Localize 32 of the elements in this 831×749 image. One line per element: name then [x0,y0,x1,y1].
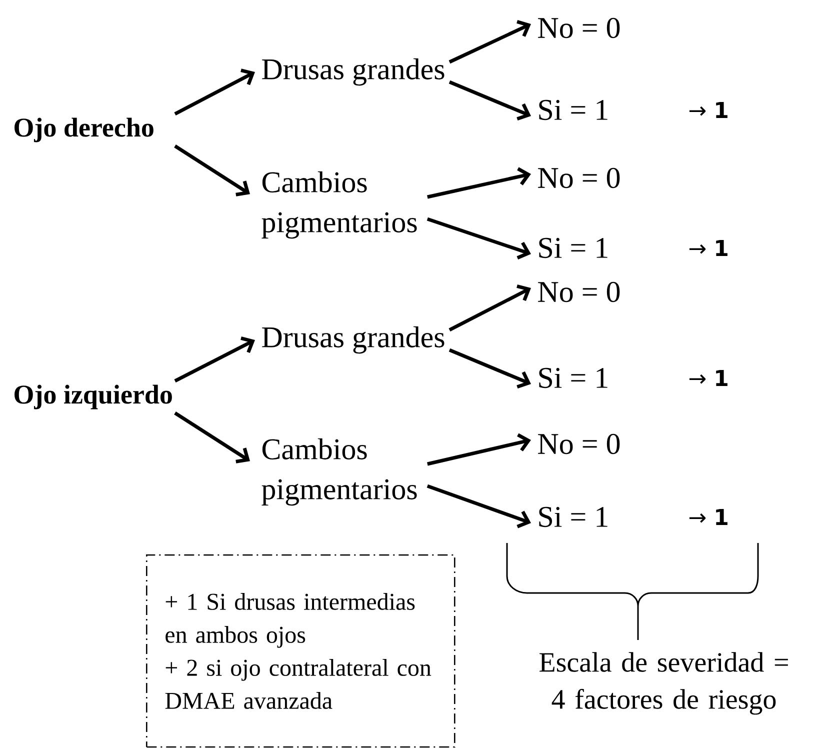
answer-label: No = 0 [538,434,620,454]
answer-label: Si = 1 [539,238,608,258]
arrow [448,348,531,389]
eye-heading: Ojo derecho [14,118,154,142]
factor-label: Drusas grandes [262,58,444,86]
arrow [426,217,531,260]
score-label: → 1 [689,508,728,525]
arrow [427,433,531,466]
answer-label: No = 0 [538,282,620,302]
answer-label: Si = 1 [539,100,608,120]
arrow [174,144,250,196]
scale-caption: Escala de severidad = 4 factores de riesgo [540,652,788,715]
arrow [174,412,250,464]
arrow [174,68,255,116]
answer-label: Si = 1 [539,368,608,388]
arrow [426,484,531,528]
arrow [448,284,531,332]
answer-label: Si = 1 [539,506,608,528]
eye-heading: Ojo izquierdo [14,384,172,410]
answer-label: No = 0 [538,18,620,38]
factor-label: Cambios pigmentarios [262,171,417,239]
factor-label: Drusas grandes [262,326,444,354]
arrow [427,167,531,199]
arrow [448,20,531,64]
arrow [448,80,531,121]
note-box: + 1 Si drusas intermedias en ambos ojos + 2 si ojo contralateral con DMAE avanzada [146,554,456,748]
score-label: → 1 [689,240,728,256]
arrow [174,336,255,383]
factor-label: Cambios pigmentarios [262,438,417,506]
score-label: → 1 [689,370,728,386]
answer-label: No = 0 [538,168,620,188]
score-label: → 1 [689,102,728,118]
